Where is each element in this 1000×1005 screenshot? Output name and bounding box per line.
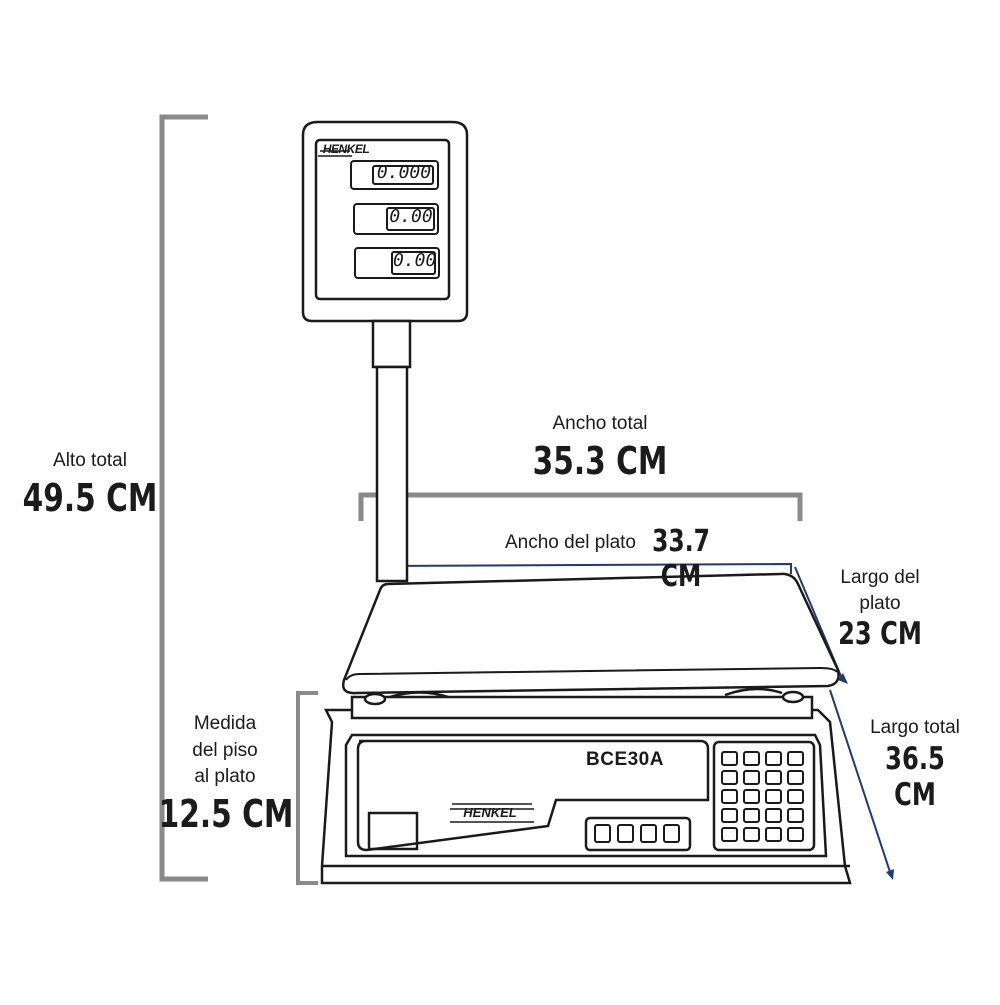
- display-brand-logo: [318, 150, 352, 157]
- base-brand-logo: [450, 803, 534, 823]
- model-label: BCE30A: [586, 749, 664, 770]
- ancho-total-bracket: [358, 492, 803, 521]
- pole: [371, 319, 412, 583]
- keypad-key: [743, 751, 760, 766]
- keypad-key: [765, 751, 782, 766]
- keypad-key: [721, 770, 738, 785]
- largo-total-line: [829, 689, 892, 876]
- lcd-windows: [350, 160, 440, 279]
- keypad-key: [743, 827, 760, 842]
- ancho-total-value: 35.3 CM: [532, 439, 668, 483]
- keypad-key: [765, 808, 782, 823]
- largo-plato-arrow: [838, 673, 848, 684]
- alto-total-caption: Alto total: [53, 450, 127, 471]
- largo-plato-caption-line1: Largo del: [840, 567, 920, 588]
- display-head: [301, 120, 469, 323]
- alto-total-bracket: [159, 114, 208, 882]
- ancho-plato-caption: Ancho del plato: [505, 532, 636, 553]
- largo-plato-caption-line2: plato: [859, 593, 901, 614]
- largo-total-caption: Largo total: [870, 717, 960, 738]
- lcd-display-1: 0.000: [376, 162, 432, 183]
- keypad-key: [743, 808, 760, 823]
- keypad-key: [787, 770, 804, 785]
- keypad-key: [721, 751, 738, 766]
- alto-total-value: 49.5 CM: [22, 476, 158, 520]
- lcd-display-3: 0.00: [393, 250, 437, 271]
- largo-total-value: 36.5 CM: [885, 741, 945, 813]
- largo-plato-value: 23 CM: [838, 616, 922, 652]
- medida-piso-caption-line2: del piso: [192, 740, 258, 761]
- keypad-key: [787, 808, 804, 823]
- keypad-key: [743, 789, 760, 804]
- display-brand-text: HENKEL: [322, 142, 370, 156]
- keypad-key: [765, 789, 782, 804]
- keypad-key: [765, 770, 782, 785]
- ancho-plato-value: 33.7 CM: [652, 524, 710, 594]
- keypad-key: [787, 827, 804, 842]
- keypad-key: [743, 770, 760, 785]
- keypad-key: [721, 827, 738, 842]
- keypad-key: [787, 751, 804, 766]
- plate-ledge: [350, 687, 814, 720]
- keypad-key: [721, 808, 738, 823]
- keypad-key: [721, 789, 738, 804]
- keypad-key: [765, 827, 782, 842]
- medida-piso-caption-line3: al plato: [194, 766, 256, 787]
- medida-piso-bracket: [296, 691, 318, 885]
- keypad-key: [787, 789, 804, 804]
- medida-piso-value: 12.5 CM: [158, 792, 294, 836]
- largo-total-arrow: [886, 869, 894, 880]
- plate: [342, 572, 840, 695]
- lcd-display-2: 0.00: [389, 206, 433, 227]
- keypad-keys: [721, 751, 804, 842]
- scale-base: [320, 708, 852, 885]
- ancho-total-caption: Ancho total: [552, 413, 648, 434]
- medida-piso-caption-line1: Medida: [193, 713, 257, 734]
